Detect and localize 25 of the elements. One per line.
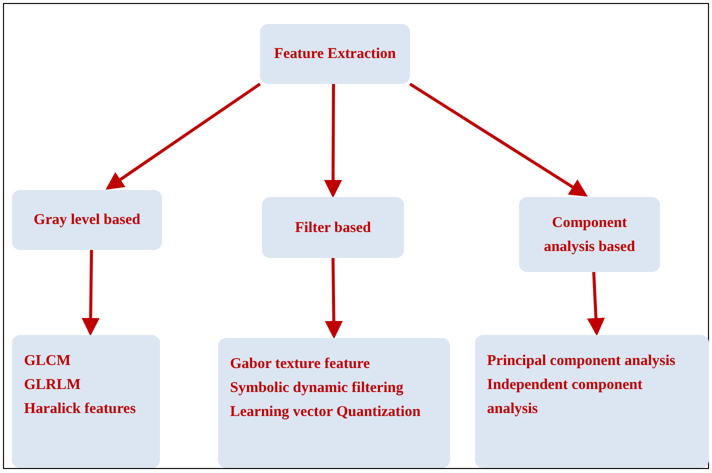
box-label: Filter based: [295, 218, 371, 238]
box-label: GLRLM: [24, 376, 81, 395]
box-label: Gray level based: [34, 211, 140, 230]
box-label: Symbolic dynamic filtering: [230, 379, 404, 398]
box-label: Independent component analysis: [487, 376, 644, 419]
box-label: Learning vector Quantization: [230, 403, 421, 422]
box-label: Haralick features: [24, 400, 136, 419]
process-box: [12, 335, 160, 468]
process-box: [12, 190, 162, 250]
box-label: Feature Extraction: [274, 45, 396, 64]
process-box: [519, 197, 660, 272]
arrow: [409, 82, 588, 197]
process-box: [260, 24, 410, 84]
process-box: [262, 197, 404, 258]
arrow: [106, 82, 261, 190]
arrow: [324, 84, 342, 198]
arrow: [324, 258, 343, 339]
box-label: GLCM: [24, 352, 71, 371]
process-box: [475, 335, 709, 468]
arrow: [586, 272, 605, 336]
box-label: Principal component analysis: [487, 352, 676, 371]
arrow: [82, 250, 100, 336]
box-label: Gabor texture feature: [230, 355, 370, 374]
box-label: Component analysis based: [542, 214, 636, 256]
process-box: [218, 338, 450, 468]
